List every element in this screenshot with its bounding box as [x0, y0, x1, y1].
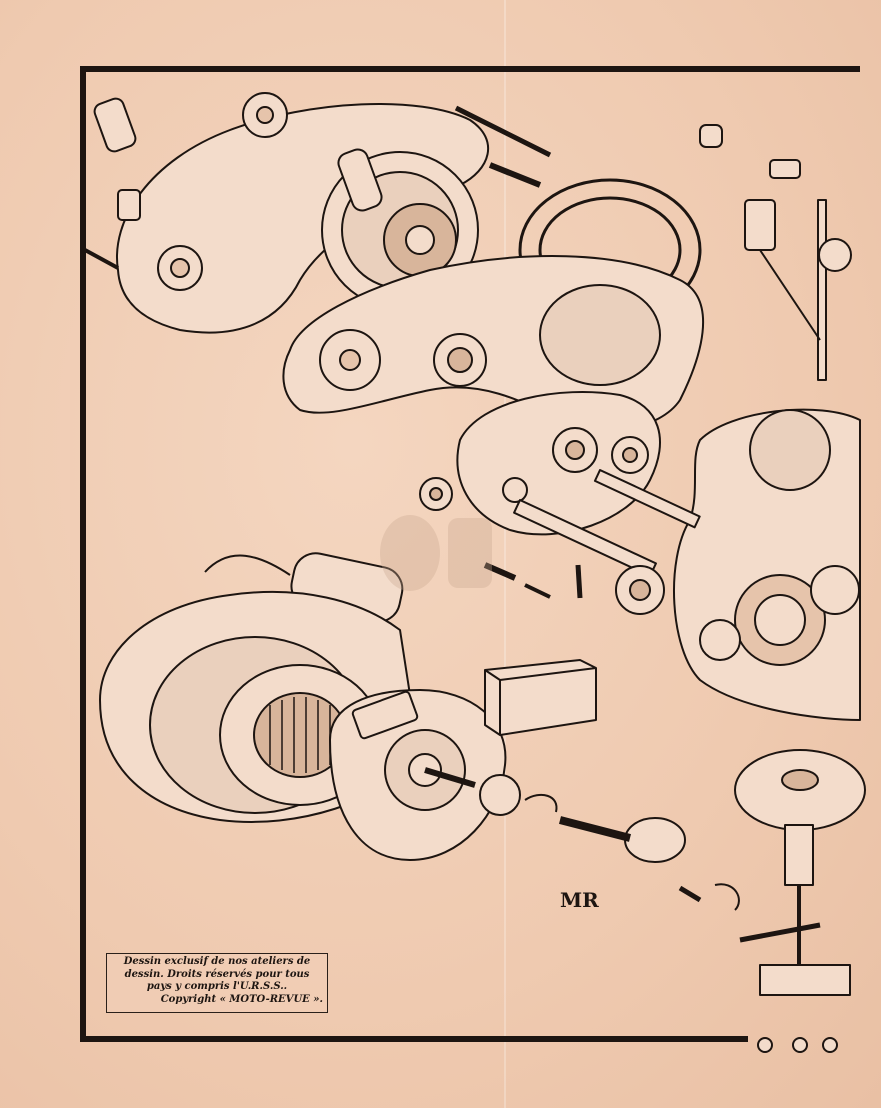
caption-line-1: Dessin exclusif de nos ateliers de [123, 956, 311, 967]
artist-monogram: MR [560, 888, 599, 912]
watermark-logo [370, 508, 500, 598]
caption-copyright: Copyright « MOTO-REVUE ». [160, 993, 323, 1005]
valve-and-spring [744, 199, 852, 381]
page-fold [504, 0, 506, 1108]
crankcase-half [282, 255, 704, 432]
fasteners [84, 97, 801, 903]
gearbox-shafts [513, 468, 701, 615]
voltage-regulator-box [484, 659, 597, 736]
copyright-caption: Dessin exclusif de nos ateliers de dessi… [106, 953, 328, 1013]
contact-breaker [479, 774, 686, 863]
caption-line-2: dessin. Droits réservés pour tous [124, 968, 310, 980]
oil-pump-assembly [714, 749, 866, 1053]
frame-border-left [80, 66, 86, 1041]
frame-border-bottom [80, 1036, 748, 1042]
gearbox-plate [456, 391, 661, 536]
frame-border-top [82, 66, 860, 72]
gearbox-assembly [672, 408, 861, 721]
stator-plate [329, 689, 507, 861]
caption-line-3: pays y compris l'U.R.S.S.. [146, 981, 288, 992]
